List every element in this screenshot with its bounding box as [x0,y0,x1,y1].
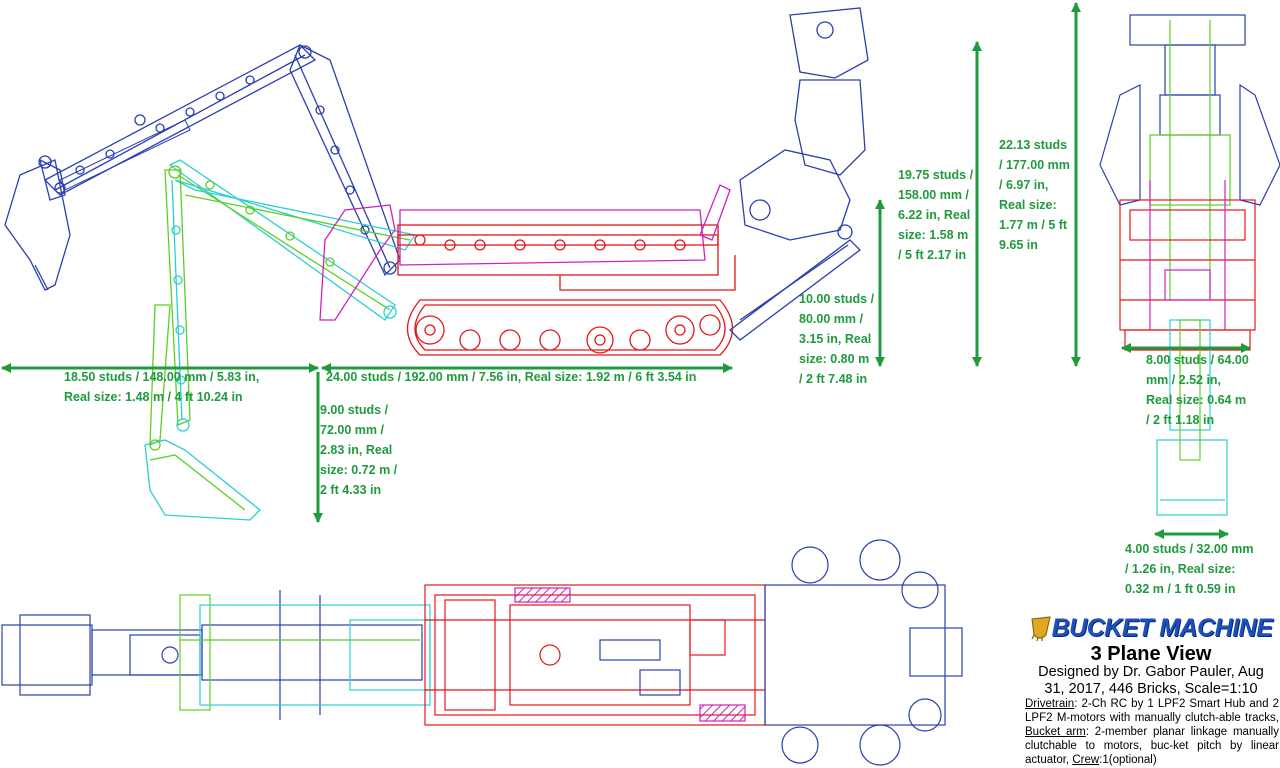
body-height-line: size: 0.80 m [799,352,870,366]
dig-depth-line: size: 0.72 m / [320,463,398,477]
front-height-line: 22.13 studs [999,138,1068,152]
dimension-arrows [1,2,1251,539]
drivetrain-text: : 2-Ch RC by 1 LPF2 Smart Hub and 2 LPF2… [1025,698,1279,724]
credit-line: 31, 2017, 446 Bricks, Scale=1:10 [1044,681,1258,697]
side-height-line: size: 1.58 m [898,228,969,242]
overall-height-side-label: 19.75 studs / 158.00 mm / 6.22 in, Real … [898,165,973,265]
dig-depth-line: 9.00 studs / [320,403,389,417]
body-height-line: 3.15 in, Real [799,332,872,346]
front-height-line: 1.77 m / 5 ft [999,218,1068,232]
reach-length-label: 18.50 studs / 148.00 mm / 5.83 in, Real … [64,367,259,407]
logo: BUCKET MACHINE [1022,612,1280,644]
side-height-line: 6.22 in, Real [898,208,971,222]
dig-depth-label: 9.00 studs / 72.00 mm / 2.83 in, Real si… [320,400,397,500]
track-width-label: 8.00 studs / 64.00 mm / 2.52 in, Real si… [1146,350,1249,430]
crew-text: :1(optional) [1099,754,1157,766]
logo-text: BUCKET MACHINE [1051,613,1273,642]
front-height-line: / 6.97 in, [999,178,1049,192]
reach-length-line: Real size: 1.48 m / 4 ft 10.24 in [64,390,243,404]
credit-line: Designed by Dr. Gabor Pauler, Aug [1038,664,1264,680]
bucket-width-line: 0.32 m / 1 ft 0.59 in [1125,582,1236,596]
top-view [1,539,963,766]
bucket-width-line: / 1.26 in, Real size: [1125,562,1236,576]
body-length-line: 24.00 studs / 192.00 mm / 7.56 in, Real … [326,370,697,384]
drivetrain-label: Drivetrain [1025,698,1075,710]
body-height-label: 10.00 studs / 80.00 mm / 3.15 in, Real s… [799,289,874,389]
title-block: BUCKET MACHINE 3 Plane View Designed by … [1022,612,1280,698]
track-width-line: 8.00 studs / 64.00 [1146,353,1249,367]
bucket-arm-label: Bucket arm [1025,726,1086,738]
bucket-width-line: 4.00 studs / 32.00 mm [1125,542,1254,556]
front-view [1099,14,1280,516]
dig-depth-line: 2 ft 4.33 in [320,483,382,497]
body-height-line: / 2 ft 7.48 in [799,372,868,386]
front-height-line: 9.65 in [999,238,1038,252]
side-view [4,7,869,521]
bucket-logo-icon [1031,616,1051,641]
side-height-line: 158.00 mm / [898,188,969,202]
side-height-line: / 5 ft 2.17 in [898,248,967,262]
reach-length-line: 18.50 studs / 148.00 mm / 5.83 in, [64,370,260,384]
dig-depth-line: 2.83 in, Real [320,443,393,457]
track-width-line: Real size: 0.64 m [1146,393,1247,407]
crew-figure-blue [699,7,869,341]
side-height-line: 19.75 studs / [898,168,974,182]
crew-label: Crew [1072,754,1100,766]
cab-magenta [319,204,706,321]
view-subtitle: 3 Plane View [1090,643,1212,665]
front-height-line: / 177.00 mm [999,158,1070,172]
chassis-red [397,224,736,356]
boom-blue [4,44,401,291]
specification-text: Drivetrain: 2-Ch RC by 1 LPF2 Smart Hub … [1025,697,1279,767]
overall-height-front-label: 22.13 studs / 177.00 mm / 6.97 in, Real … [999,135,1070,255]
body-height-line: 10.00 studs / [799,292,875,306]
track-width-line: mm / 2.52 in, [1146,373,1222,387]
bucket-width-label: 4.00 studs / 32.00 mm / 1.26 in, Real si… [1125,539,1254,599]
front-height-line: Real size: [999,198,1057,212]
body-height-line: 80.00 mm / [799,312,863,326]
body-length-label: 24.00 studs / 192.00 mm / 7.56 in, Real … [326,367,696,387]
dig-depth-line: 72.00 mm / [320,423,384,437]
track-width-line: / 2 ft 1.18 in [1146,413,1215,427]
bucket-arm-text: : 2-member planar linkage manually clutc… [1025,726,1279,766]
